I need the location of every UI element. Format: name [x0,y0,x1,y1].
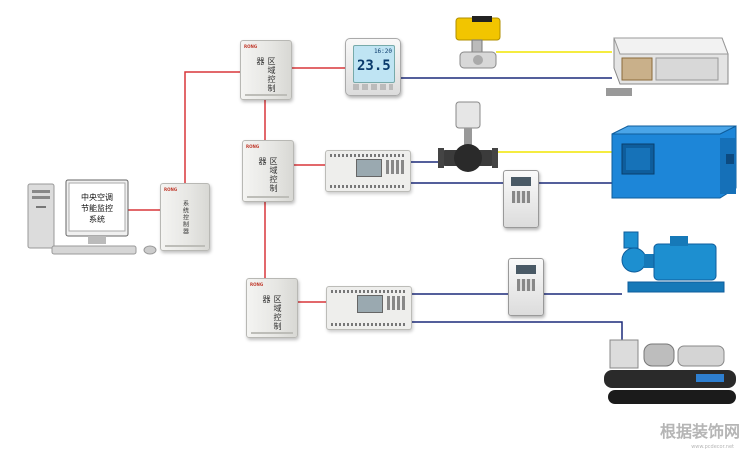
watermark-url: www.pcdecor.net [691,444,734,450]
zone-controller-1-label: 区域控制器 [256,57,276,93]
ddc-1-screen [356,159,382,177]
ddc-controller-2 [326,286,412,330]
frequency-inverter-1 [503,170,539,228]
thermostat: 16:20 23.5 [345,38,401,96]
thermostat-time: 16:20 [373,48,392,55]
main-controller-label: 系统控制器 [181,200,189,235]
zone-controller-3: RONG 区域控制器 [246,278,298,338]
thermostat-temperature: 23.5 [357,58,391,74]
computer-icon [27,179,157,255]
signal-ddc2-chiller [408,321,623,345]
zone-controller-2-label: 区域控制器 [258,157,278,193]
zone-controller-2: RONG 区域控制器 [242,140,294,202]
electric-ball-valve-icon [455,16,501,69]
central-system-line2: 节能监控 [81,204,113,213]
central-system-line1: 中央空调 [81,193,113,202]
fan-coil-unit-icon [606,37,729,96]
frequency-inverter-2 [508,258,544,316]
bus-lines [128,67,345,303]
thermostat-display: 16:20 23.5 [353,45,395,83]
ddc-2-screen [357,295,383,313]
electric-regulating-valve-icon [438,101,498,172]
ddc-controller-1 [325,150,411,192]
zone-controller-1: RONG 区域控制器 [240,40,292,100]
air-handling-unit-icon [611,125,737,199]
chiller-unit-icon [604,339,736,404]
bus-main-zone1 [184,71,240,186]
water-pump-icon [621,231,725,293]
central-system-line3: 系统 [89,215,105,224]
control-lines [478,51,612,153]
watermark: 根据装饰网 [659,422,740,441]
zone-controller-3-label: 区域控制器 [262,295,282,331]
main-controller: RONG 系统控制器 [160,183,210,251]
central-system-label: 中央空调 节能监控 系统 [72,192,122,225]
